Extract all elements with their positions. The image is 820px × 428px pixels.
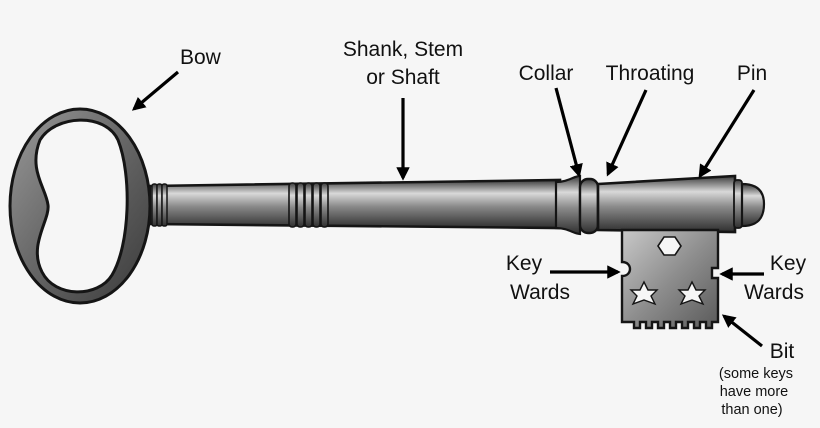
star-ward-right-icon xyxy=(677,280,707,306)
annotation-arrows xyxy=(131,70,764,348)
star-ward-left-icon xyxy=(629,280,659,306)
pin xyxy=(596,174,766,234)
shank xyxy=(148,178,562,230)
label-key-wards-right-line1: Key xyxy=(770,252,807,275)
collar xyxy=(554,174,600,236)
label-bit-note-line2: have more xyxy=(720,384,789,400)
label-pin: Pin xyxy=(737,62,767,85)
bow-arrow xyxy=(131,70,180,111)
label-throating: Throating xyxy=(606,62,695,85)
pin-arrow xyxy=(698,89,756,179)
label-bit: Bit xyxy=(770,340,795,363)
label-bit-note-line3: than one) xyxy=(721,402,782,418)
hexagon-ward-icon xyxy=(657,236,682,256)
collar-arrow xyxy=(554,87,583,178)
label-key-wards-left-line2: Wards xyxy=(510,281,570,304)
label-shank-line1: Shank, Stem xyxy=(343,38,463,61)
bow-ring xyxy=(8,107,152,305)
label-bow: Bow xyxy=(180,46,222,69)
label-key-wards-right-line2: Wards xyxy=(744,281,804,304)
label-key-wards-left-line1: Key xyxy=(506,252,543,275)
label-shank-line2: or Shaft xyxy=(366,66,440,89)
label-collar: Collar xyxy=(519,62,574,85)
key-bit xyxy=(620,228,720,330)
throating-arrow xyxy=(606,89,648,177)
bit-arrow xyxy=(721,314,763,348)
label-bit-note-line1: (some keys xyxy=(719,366,793,382)
